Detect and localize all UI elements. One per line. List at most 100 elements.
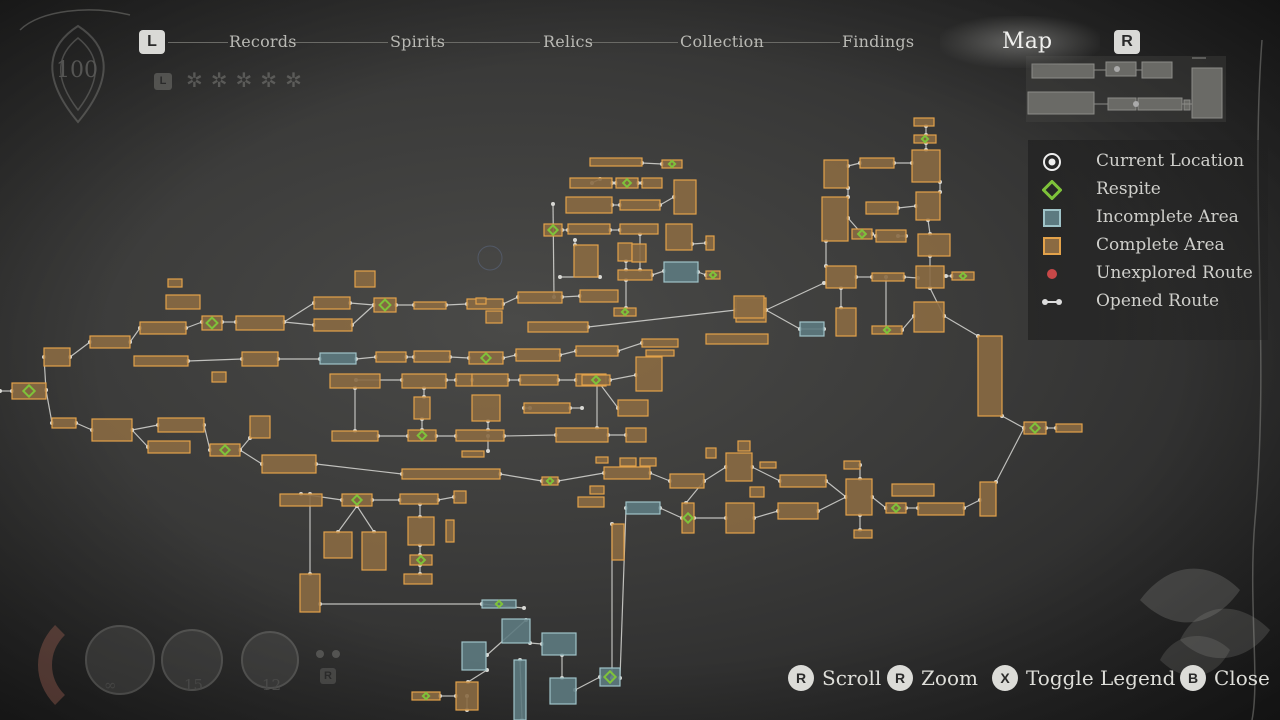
complete-area[interactable]: [575, 345, 619, 357]
complete-area[interactable]: [619, 199, 661, 211]
complete-area[interactable]: [669, 473, 705, 489]
toggle-legend-control[interactable]: X Toggle Legend: [992, 664, 1175, 694]
complete-area[interactable]: [737, 440, 751, 452]
complete-area[interactable]: [641, 338, 679, 348]
tab-collection[interactable]: Collection: [680, 32, 765, 51]
complete-area[interactable]: [455, 681, 479, 711]
complete-area[interactable]: [573, 244, 599, 278]
complete-area[interactable]: [485, 310, 503, 324]
complete-area[interactable]: [91, 418, 133, 442]
complete-area[interactable]: [595, 456, 609, 464]
respite-icon[interactable]: [479, 351, 493, 365]
incomplete-area[interactable]: [599, 667, 621, 687]
incomplete-area[interactable]: [513, 659, 527, 720]
complete-area[interactable]: [639, 457, 657, 467]
complete-area[interactable]: [641, 177, 663, 189]
complete-area[interactable]: [407, 516, 435, 546]
complete-area[interactable]: [875, 229, 907, 243]
complete-area[interactable]: [845, 478, 873, 516]
complete-area[interactable]: [455, 429, 505, 442]
complete-area[interactable]: [249, 415, 271, 439]
complete-area[interactable]: [589, 485, 605, 495]
complete-area[interactable]: [279, 493, 323, 507]
complete-area[interactable]: [527, 321, 589, 333]
complete-area[interactable]: [361, 531, 387, 571]
complete-area[interactable]: [471, 394, 501, 422]
complete-area[interactable]: [911, 149, 941, 183]
complete-area[interactable]: [619, 457, 637, 467]
respite-icon[interactable]: [590, 374, 602, 386]
complete-area[interactable]: [167, 278, 183, 288]
respite-icon[interactable]: [218, 443, 232, 457]
complete-area[interactable]: [147, 440, 191, 454]
complete-area[interactable]: [461, 450, 485, 458]
complete-area[interactable]: [917, 502, 965, 516]
complete-area[interactable]: [821, 196, 849, 242]
complete-area[interactable]: [915, 191, 941, 221]
complete-area[interactable]: [777, 502, 819, 520]
complete-area[interactable]: [261, 454, 317, 474]
complete-area[interactable]: [823, 159, 849, 189]
complete-area[interactable]: [913, 301, 945, 333]
complete-area[interactable]: [471, 373, 509, 387]
complete-area[interactable]: [565, 196, 613, 214]
complete-area[interactable]: [725, 452, 753, 482]
complete-area[interactable]: [133, 355, 189, 367]
complete-area[interactable]: [843, 460, 861, 470]
complete-area[interactable]: [913, 117, 935, 127]
complete-area[interactable]: [915, 265, 945, 289]
respite-icon[interactable]: [494, 599, 504, 609]
respite-icon[interactable]: [415, 554, 427, 566]
respite-icon[interactable]: [602, 669, 618, 685]
complete-area[interactable]: [871, 272, 905, 282]
complete-area[interactable]: [759, 461, 777, 469]
respite-icon[interactable]: [205, 316, 219, 330]
complete-area[interactable]: [354, 270, 376, 288]
complete-area[interactable]: [617, 399, 649, 417]
respite-icon[interactable]: [545, 476, 555, 486]
scroll-control[interactable]: R Scroll: [788, 664, 881, 694]
complete-area[interactable]: [569, 177, 613, 189]
complete-area[interactable]: [1055, 423, 1083, 433]
complete-area[interactable]: [51, 417, 77, 429]
complete-area[interactable]: [631, 243, 647, 263]
next-tab-button[interactable]: R: [1114, 30, 1140, 54]
complete-area[interactable]: [403, 573, 433, 585]
complete-area[interactable]: [331, 430, 379, 442]
incomplete-area[interactable]: [501, 618, 531, 644]
complete-area[interactable]: [749, 486, 765, 498]
tab-records[interactable]: Records: [229, 32, 297, 51]
tab-spirits[interactable]: Spirits: [390, 32, 446, 51]
complete-area[interactable]: [373, 297, 397, 313]
prev-tab-button[interactable]: L: [139, 30, 165, 54]
complete-area[interactable]: [979, 481, 997, 517]
respite-icon[interactable]: [856, 228, 868, 240]
complete-area[interactable]: [825, 265, 857, 289]
complete-area[interactable]: [157, 417, 205, 433]
complete-area[interactable]: [413, 301, 447, 310]
complete-area[interactable]: [375, 351, 407, 363]
respite-icon[interactable]: [421, 691, 431, 701]
complete-area[interactable]: [517, 291, 563, 304]
complete-area[interactable]: [165, 294, 201, 310]
complete-area[interactable]: [313, 318, 353, 332]
respite-icon[interactable]: [378, 298, 392, 312]
complete-area[interactable]: [603, 466, 651, 480]
complete-area[interactable]: [523, 402, 571, 414]
complete-area[interactable]: [705, 333, 769, 345]
complete-area[interactable]: [611, 523, 625, 561]
complete-area[interactable]: [555, 427, 609, 443]
complete-area[interactable]: [725, 502, 755, 534]
complete-area[interactable]: [635, 356, 663, 392]
complete-area[interactable]: [705, 235, 715, 251]
respite-icon[interactable]: [1028, 421, 1042, 435]
complete-area[interactable]: [891, 483, 935, 497]
complete-area[interactable]: [865, 201, 899, 215]
respite-icon[interactable]: [681, 511, 695, 525]
respite-icon[interactable]: [350, 493, 364, 507]
complete-area[interactable]: [645, 349, 675, 357]
respite-icon[interactable]: [620, 307, 630, 317]
close-control[interactable]: B Close: [1180, 664, 1270, 694]
complete-area[interactable]: [329, 373, 381, 389]
